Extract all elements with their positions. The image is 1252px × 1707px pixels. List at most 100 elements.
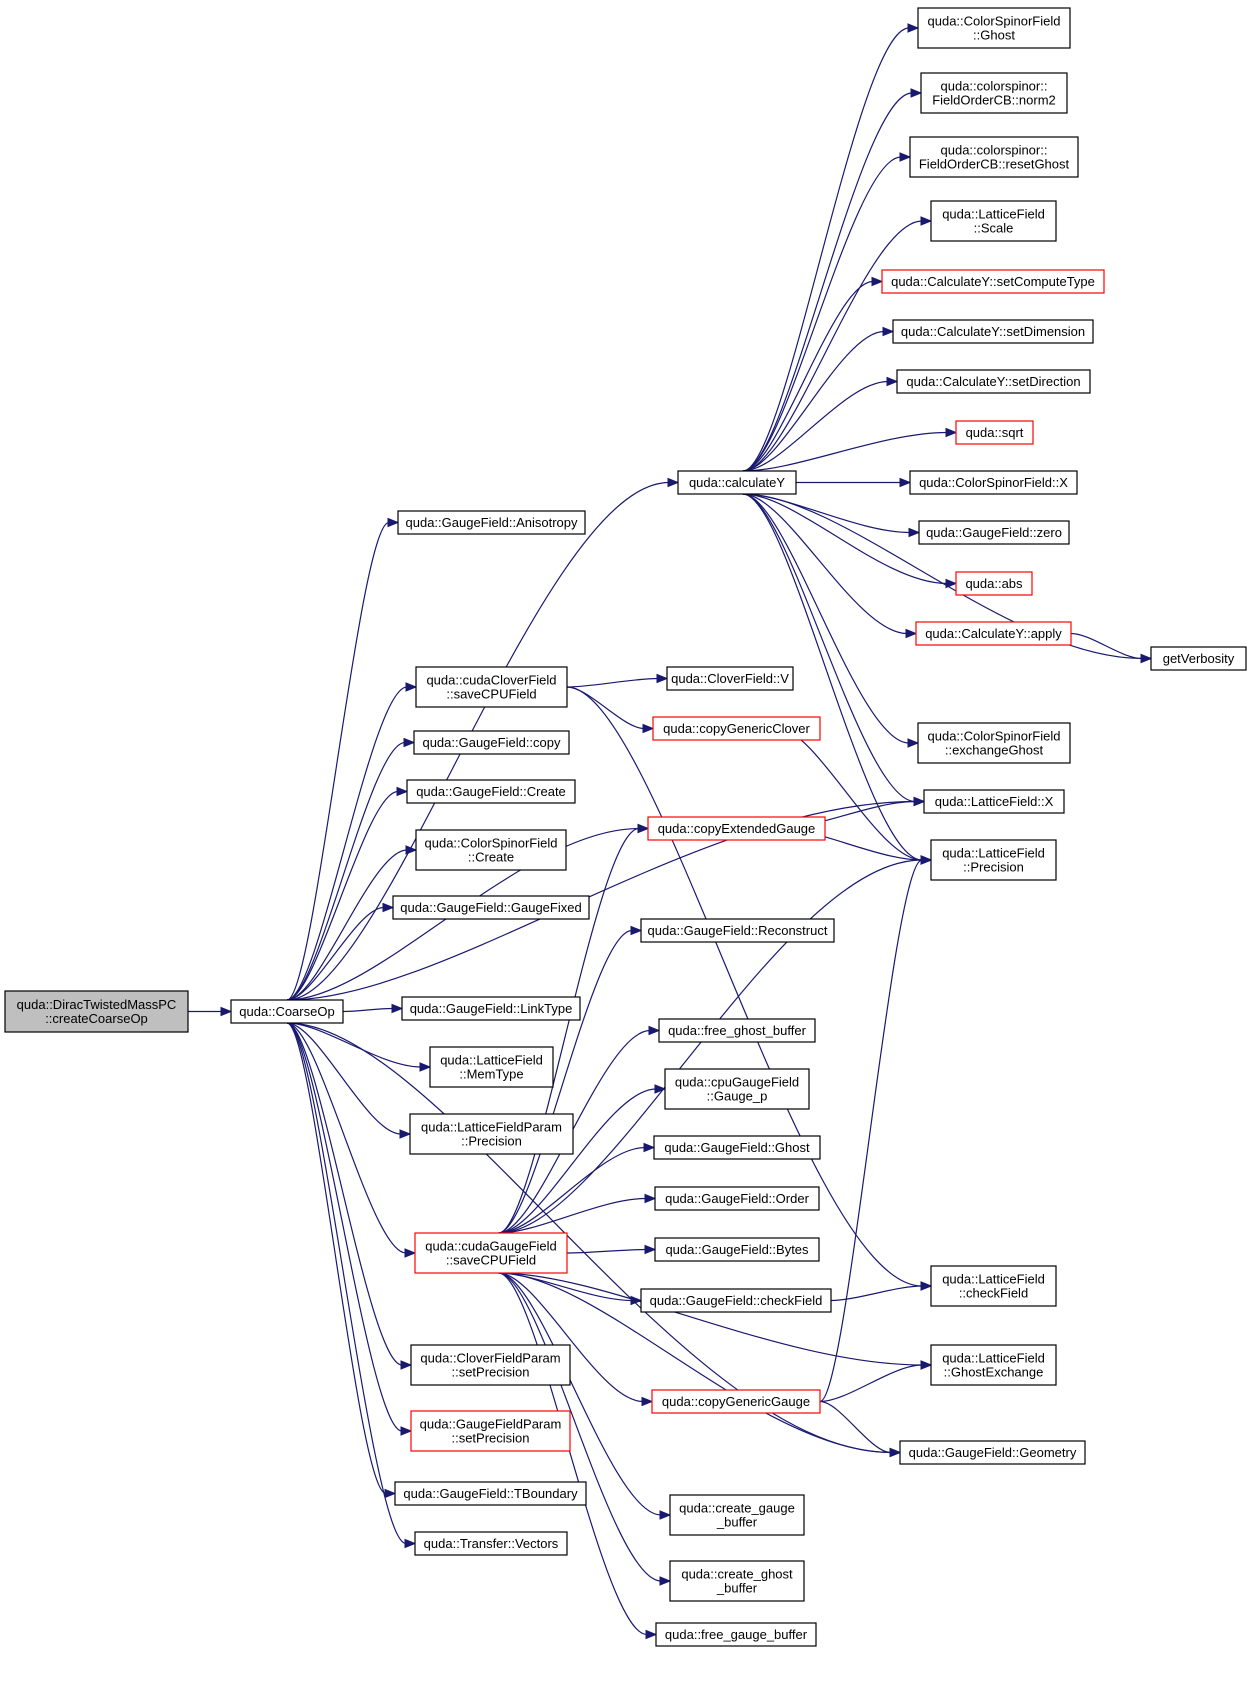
edge-line — [498, 1146, 646, 1234]
node-free-ghost-buffer[interactable]: quda::free_ghost_buffer — [658, 1018, 816, 1043]
node-free-gauge-buffer[interactable]: quda::free_gauge_buffer — [655, 1622, 817, 1647]
node-calc-y[interactable]: quda::calculateY — [677, 470, 797, 495]
node-geometry[interactable]: quda::GaugeField::Geometry — [899, 1440, 1086, 1465]
edge-calc-y-to-set-direction — [742, 376, 899, 472]
node-lf-scale[interactable]: quda::LatticeField::Scale — [930, 200, 1057, 242]
node-exchange-ghost[interactable]: quda::ColorSpinorField::exchangeGhost — [917, 722, 1071, 764]
node-lf-check-field[interactable]: quda::LatticeField::checkField — [930, 1265, 1057, 1307]
arrowhead — [656, 673, 669, 684]
node-gf-check-field[interactable]: quda::GaugeField::checkField — [640, 1288, 832, 1313]
node-set-compute-type[interactable]: quda::CalculateY::setComputeType — [881, 269, 1105, 294]
node-cfp-set-precision[interactable]: quda::CloverFieldParam::setPrecision — [410, 1344, 571, 1386]
edge-line — [742, 220, 923, 472]
edge-coarseop-to-vectors — [286, 1022, 417, 1549]
node-ghost-exchange[interactable]: quda::LatticeField::GhostExchange — [930, 1344, 1057, 1386]
node-box — [640, 918, 835, 943]
node-box — [415, 666, 568, 708]
node-gfp-set-precision[interactable]: quda::GaugeFieldParam::setPrecision — [410, 1410, 571, 1452]
node-copy-generic-clover[interactable]: quda::copyGenericClover — [652, 716, 821, 741]
node-anisotropy[interactable]: quda::GaugeField::Anisotropy — [397, 510, 586, 535]
edge-clover-save-to-copy-generic-clover — [566, 686, 655, 734]
node-create-ghost-buffer[interactable]: quda::create_ghost_buffer — [669, 1560, 805, 1602]
edge-gauge-save-to-gf-order — [498, 1193, 657, 1234]
node-cy-apply[interactable]: quda::CalculateY::apply — [915, 621, 1072, 646]
edge-coarseop-to-clover-save — [286, 682, 418, 1001]
node-label: ::exchangeGhost — [945, 743, 1044, 758]
arrowhead — [920, 1360, 933, 1370]
edge-line — [566, 686, 923, 1287]
arrowhead — [945, 578, 958, 589]
node-label: ::Ghost — [973, 28, 1015, 43]
node-label: ::Scale — [974, 221, 1014, 236]
edge-line — [286, 741, 406, 1001]
node-box — [640, 1288, 832, 1313]
node-box — [664, 1068, 810, 1110]
node-set-direction[interactable]: quda::CalculateY::setDirection — [896, 369, 1091, 394]
arrowhead — [871, 276, 884, 287]
node-link-type[interactable]: quda::GaugeField::LinkType — [401, 996, 581, 1021]
node-mem-type[interactable]: quda::LatticeField::MemType — [429, 1046, 554, 1088]
node-gauge-fixed[interactable]: quda::GaugeField::GaugeFixed — [392, 895, 590, 920]
node-label: quda::LatticeField — [942, 207, 1045, 222]
node-csf-create[interactable]: quda::ColorSpinorField::Create — [415, 829, 567, 871]
node-gf-ghost[interactable]: quda::GaugeField::Ghost — [653, 1135, 821, 1160]
node-create-gauge-buffer[interactable]: quda::create_gauge_buffer — [669, 1494, 805, 1536]
node-clover-v[interactable]: quda::CloverField::V — [666, 666, 794, 691]
node-gf-zero[interactable]: quda::GaugeField::zero — [918, 520, 1070, 545]
edge-line — [498, 827, 640, 1234]
edge-coarseop-to-cfp-set-precision — [286, 1022, 413, 1370]
node-label: ::saveCPUField — [446, 1253, 536, 1268]
node-csf-ghost[interactable]: quda::ColorSpinorField::Ghost — [917, 7, 1071, 49]
edge-coarseop-to-csf-create — [286, 845, 418, 1001]
node-reconstruct[interactable]: quda::GaugeField::Reconstruct — [640, 918, 835, 943]
node-label: ::createCoarseOp — [45, 1011, 148, 1026]
node-root[interactable]: quda::DiracTwistedMassPC::createCoarseOp — [4, 990, 189, 1033]
node-label: quda::LatticeFieldParam — [421, 1120, 562, 1135]
node-reset-ghost[interactable]: quda::colorspinor::FieldOrderCB::resetGh… — [909, 136, 1079, 178]
node-label: quda::copyGenericClover — [663, 721, 810, 736]
edge-clover-save-to-clover-v — [566, 673, 669, 688]
node-label: ::setPrecision — [451, 1365, 529, 1380]
node-gauge-save[interactable]: quda::cudaGaugeField::saveCPUField — [414, 1232, 568, 1274]
node-label: ::Precision — [963, 860, 1024, 875]
node-gf-bytes[interactable]: quda::GaugeField::Bytes — [654, 1237, 820, 1262]
arrowhead — [1140, 653, 1153, 664]
node-gauge-p[interactable]: quda::cpuGaugeField::Gauge_p — [664, 1068, 810, 1110]
node-box — [892, 319, 1094, 344]
node-label: quda::GaugeField::Reconstruct — [648, 923, 828, 938]
arrowhead — [907, 23, 920, 33]
node-lfp-precision[interactable]: quda::LatticeFieldParam::Precision — [409, 1113, 574, 1155]
arrowhead — [642, 723, 655, 734]
node-norm2[interactable]: quda::colorspinor::FieldOrderCB::norm2 — [920, 72, 1068, 114]
node-box — [918, 520, 1070, 545]
node-csf-x[interactable]: quda::ColorSpinorField::X — [909, 470, 1078, 495]
arrowhead — [659, 1510, 672, 1520]
node-lf-precision[interactable]: quda::LatticeField::Precision — [930, 839, 1057, 881]
node-label: quda::DiracTwistedMassPC — [17, 997, 177, 1012]
node-copy-extended-gauge[interactable]: quda::copyExtendedGauge — [647, 816, 826, 841]
node-label: _buffer — [716, 1581, 758, 1596]
node-label: quda::GaugeField::zero — [926, 525, 1062, 540]
node-set-dimension[interactable]: quda::CalculateY::setDimension — [892, 319, 1094, 344]
node-abs[interactable]: quda::abs — [955, 571, 1033, 596]
node-lf-x[interactable]: quda::LatticeField::X — [923, 789, 1065, 814]
node-box — [415, 829, 567, 871]
arrowhead — [913, 796, 926, 807]
edge-line — [1070, 632, 1143, 660]
node-gf-order[interactable]: quda::GaugeField::Order — [654, 1186, 820, 1211]
node-coarseop[interactable]: quda::CoarseOp — [230, 999, 344, 1024]
edge-gf-check-field-to-lf-check-field — [830, 1281, 933, 1302]
arrowhead — [899, 152, 912, 162]
edge-gauge-save-to-copy-extended-gauge — [498, 823, 650, 1234]
node-get-verbosity[interactable]: getVerbosity — [1150, 646, 1247, 671]
arrowhead — [641, 1396, 654, 1407]
node-t-boundary[interactable]: quda::GaugeField::TBoundary — [394, 1481, 587, 1506]
node-copy-generic-gauge[interactable]: quda::copyGenericGauge — [651, 1389, 821, 1414]
node-gf-copy[interactable]: quda::GaugeField::copy — [413, 730, 570, 755]
node-gf-create[interactable]: quda::GaugeField::Create — [406, 779, 576, 804]
node-clover-save[interactable]: quda::cudaCloverField::saveCPUField — [415, 666, 568, 708]
edge-coarseop-to-link-type — [342, 1003, 404, 1014]
node-vectors[interactable]: quda::Transfer::Vectors — [414, 1531, 568, 1556]
node-sqrt[interactable]: quda::sqrt — [955, 420, 1034, 445]
edge-line — [742, 493, 916, 803]
